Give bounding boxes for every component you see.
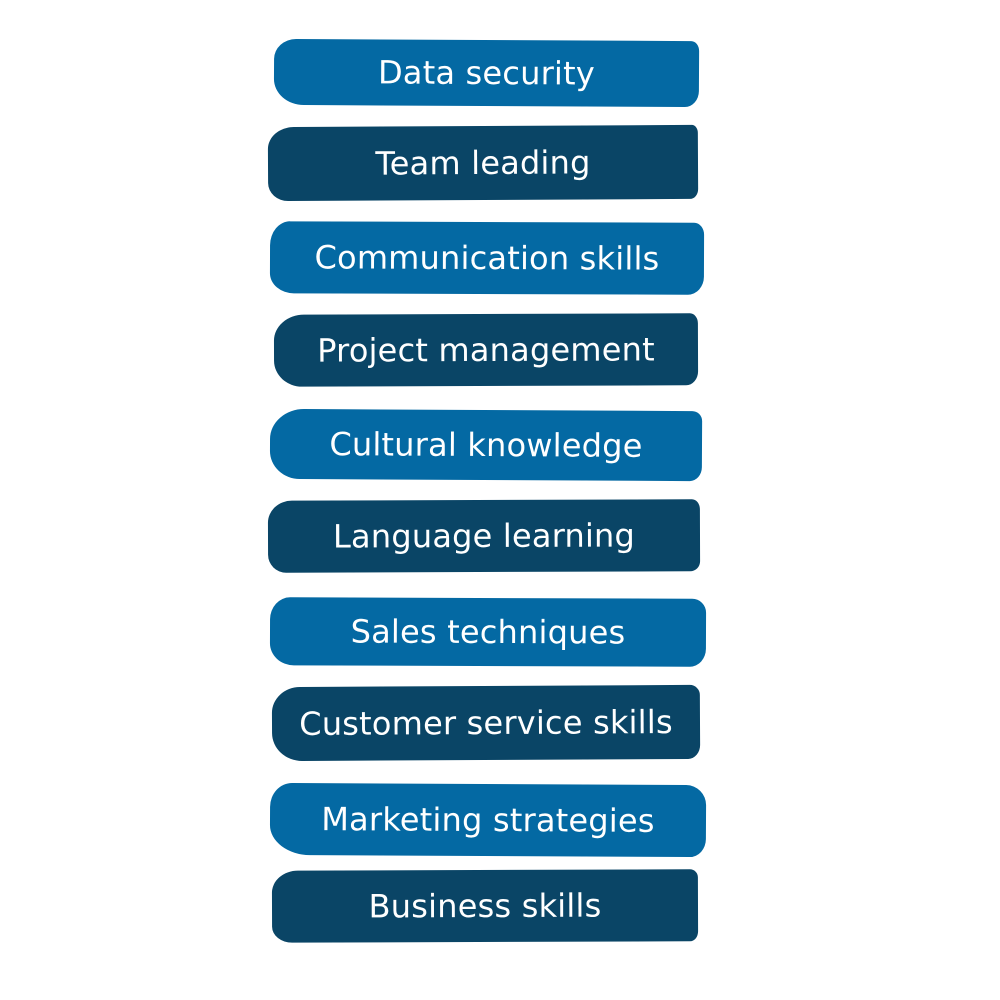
skill-item-project-management: Project management: [273, 313, 699, 387]
skill-item-sales-techniques: Sales techniques: [269, 597, 707, 667]
skill-item-customer-service-skills: Customer service skills: [271, 684, 701, 762]
skill-label: Cultural knowledge: [329, 425, 643, 465]
skill-item-data-security: Data security: [273, 38, 700, 108]
skill-item-cultural-knowledge: Cultural knowledge: [269, 408, 703, 482]
skill-label: Data security: [377, 53, 596, 93]
skill-label: Language learning: [332, 516, 636, 556]
skill-label: Project management: [317, 330, 655, 370]
skill-label: Communication skills: [314, 238, 660, 278]
skill-item-communication-skills: Communication skills: [269, 221, 705, 295]
skill-item-business-skills: Business skills: [271, 869, 699, 943]
skill-label: Customer service skills: [299, 703, 673, 743]
skill-item-language-learning: Language learning: [267, 499, 701, 573]
skill-label: Marketing strategies: [321, 800, 655, 840]
skill-item-team-leading: Team leading: [267, 124, 699, 202]
skill-label: Business skills: [368, 886, 602, 926]
skill-label: Team leading: [375, 143, 591, 183]
skill-label: Sales techniques: [350, 612, 626, 652]
skill-item-marketing-strategies: Marketing strategies: [269, 782, 707, 858]
